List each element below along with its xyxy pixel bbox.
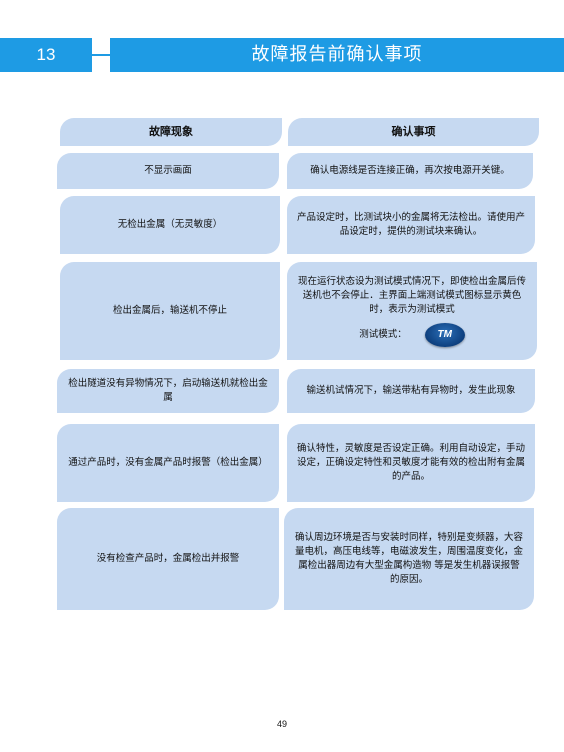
check-cell-row-5: 确认特性，灵敏度是否设定正确。利用自动设定，手动设定，正确设定特性和灵敏度才能有… <box>287 424 535 502</box>
check-cell-row-2: 产品设定时，比测试块小的金属将无法检出。请使用产品设定时，提供的测试块来确认。 <box>287 196 535 254</box>
symptom-cell-row-6: 没有检查产品时，金属检出并报警 <box>57 508 279 610</box>
check-text-row-3: 现在运行状态设为测试模式情况下，即使检出金属后传送机也不会停止．主界面上端测试模… <box>297 276 526 315</box>
check-cell-row-6: 确认周边环境是否与安装时同样，特别是变频器，大容量电机，高压电线等，电磁波发生，… <box>284 508 534 610</box>
symptom-cell-row-2: 无检出金属（无灵敏度） <box>60 196 280 254</box>
column-header-symptom: 故障现象 <box>60 118 282 146</box>
test-mode-label: 测试模式： <box>359 329 407 340</box>
test-mode-indicator: 测试模式： TM <box>359 323 465 347</box>
page-number: 49 <box>276 719 287 729</box>
symptom-cell-row-3: 检出金属后，输送机不停止 <box>60 262 280 360</box>
header-bar: 13 故障报告前确认事项 <box>0 38 564 72</box>
column-header-check: 确认事项 <box>288 118 539 146</box>
header-connector <box>92 54 110 56</box>
symptom-cell-row-5: 通过产品时，没有金属产品时报警（检出金属） <box>57 424 279 502</box>
test-mode-icon: TM <box>424 323 465 347</box>
symptom-cell-row-4: 检出隧道没有异物情况下，启动输送机就检出金属 <box>57 369 279 413</box>
page-title: 故障报告前确认事项 <box>110 38 564 72</box>
check-cell-row-4: 输送机试情况下，输送带粘有异物时，发生此现象 <box>287 369 535 413</box>
symptom-cell-row-1: 不显示画面 <box>57 153 279 189</box>
check-cell-row-1: 确认电源线是否连接正确，再次按电源开关键。 <box>287 153 533 189</box>
check-cell-row-3: 现在运行状态设为测试模式情况下，即使检出金属后传送机也不会停止．主界面上端测试模… <box>287 262 537 360</box>
chapter-number: 13 <box>0 38 92 72</box>
